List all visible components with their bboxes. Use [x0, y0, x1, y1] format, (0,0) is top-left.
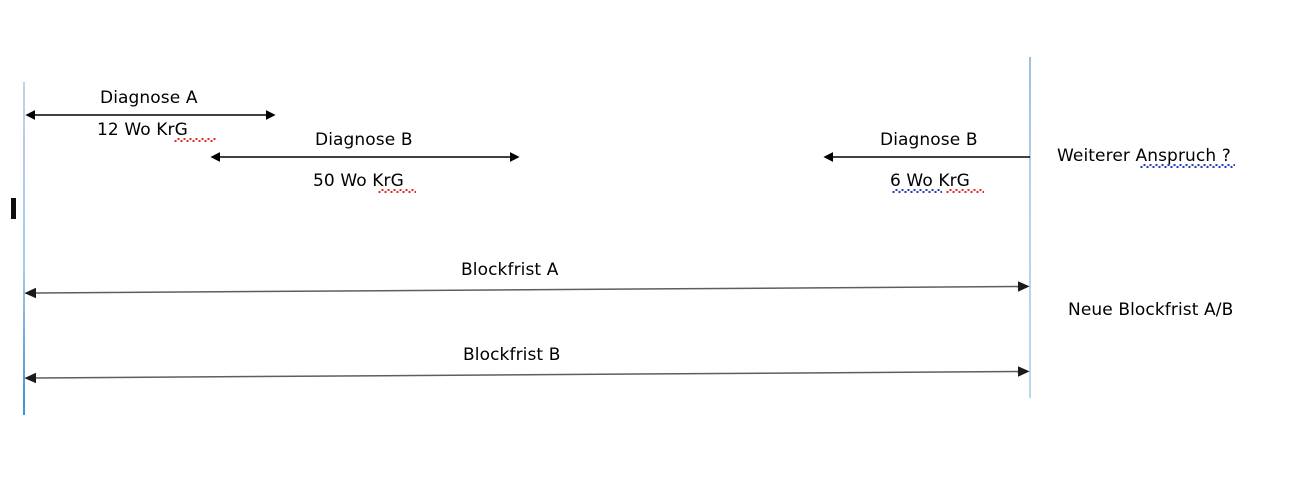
diagnose-b-first-arrow [210, 152, 520, 162]
label-blockfrist-a: Blockfrist A [461, 260, 559, 280]
label-weiterer-anspruch: Weiterer Anspruch ? [1057, 146, 1231, 166]
grammar-underline-6-wo [892, 189, 942, 193]
blockfrist-a-arrow [24, 281, 1030, 299]
spellcheck-underline-krg-a [174, 138, 216, 142]
label-diagnose-b-second: Diagnose B [880, 130, 978, 150]
label-diagnose-a: Diagnose A [100, 88, 198, 108]
end-timeline-axis [1029, 57, 1031, 398]
label-50-wo-krg: 50 Wo KrG [313, 171, 404, 191]
blockfrist-b-arrow [24, 366, 1030, 384]
grammar-underline-anspruch [1140, 164, 1235, 168]
label-6-wo-krg: 6 Wo KrG [890, 171, 970, 191]
diagnose-b-second-arrow [823, 152, 1030, 162]
spellcheck-underline-krg-b1 [378, 189, 416, 193]
spellcheck-underline-krg-b2 [946, 189, 984, 193]
start-timeline-axis [23, 82, 25, 415]
label-neue-blockfrist: Neue Blockfrist A/B [1068, 300, 1234, 320]
start-marker-tick [11, 198, 16, 219]
label-diagnose-b-first: Diagnose B [315, 130, 413, 150]
diagnose-a-arrow [25, 110, 276, 120]
label-12-wo-krg: 12 Wo KrG [97, 120, 188, 140]
label-blockfrist-b: Blockfrist B [463, 345, 561, 365]
